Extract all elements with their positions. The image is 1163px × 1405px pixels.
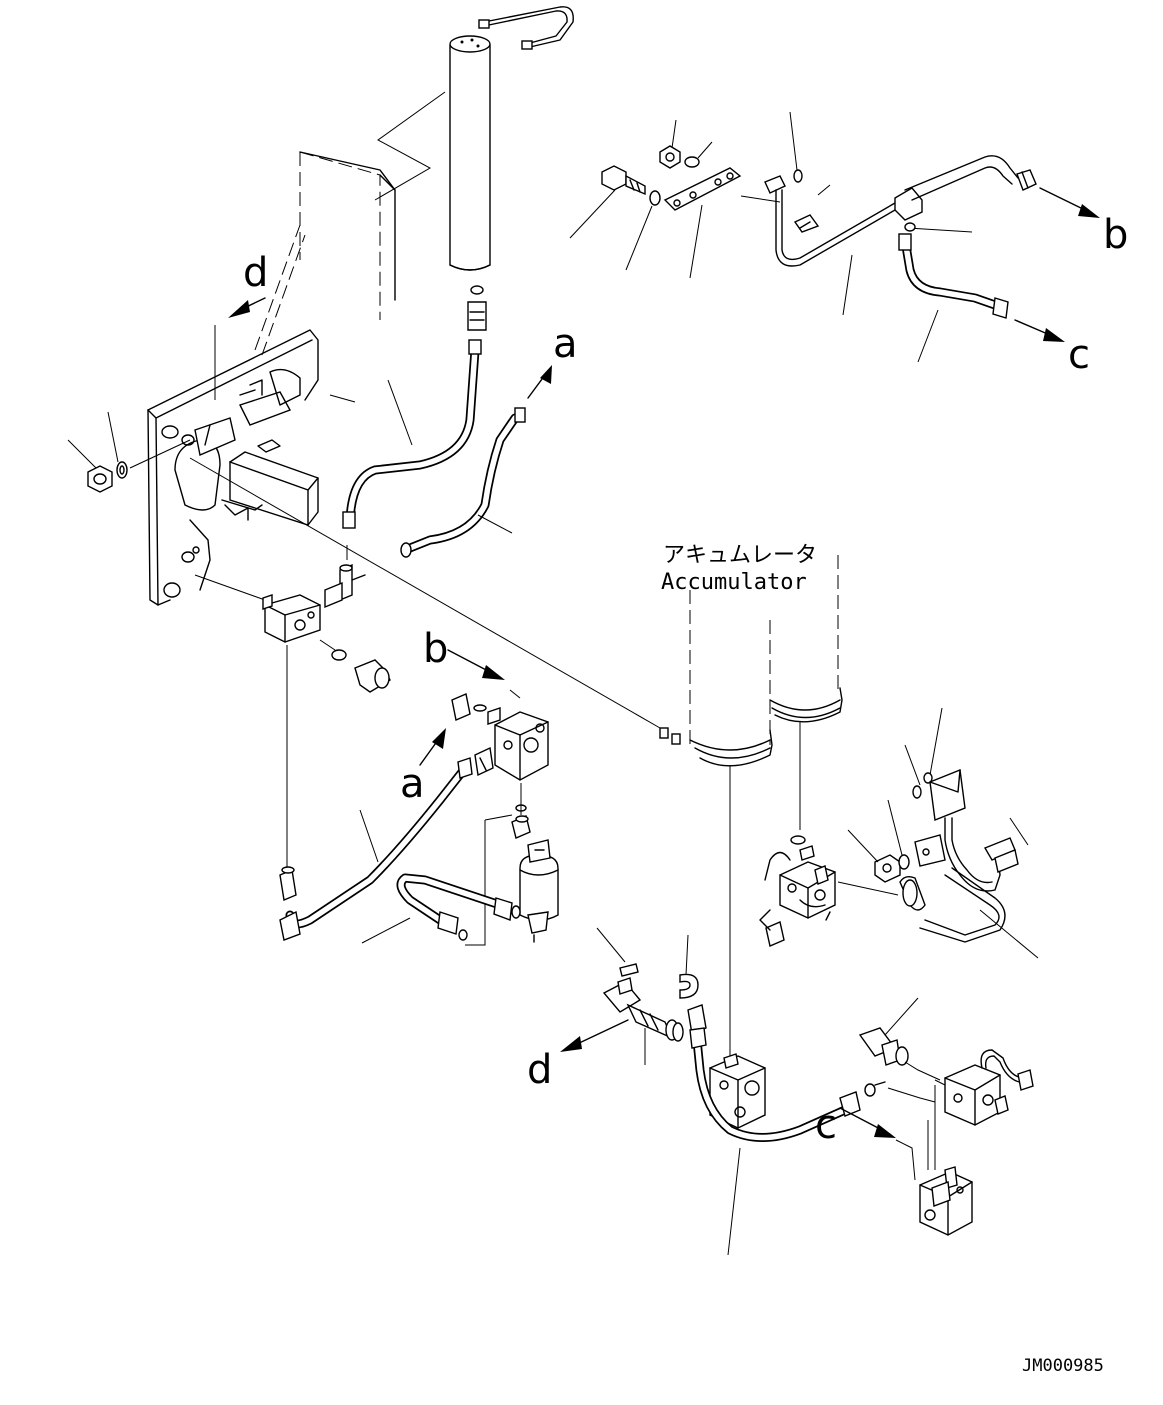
clamp-plate — [663, 167, 742, 279]
hose-mid-long — [279, 645, 473, 941]
hose-bottom — [689, 1027, 886, 1256]
accumulator-label-jp: アキュムレータ — [663, 543, 817, 568]
solenoid-cluster — [847, 707, 1029, 892]
drawing-code: JM000985 — [1022, 1356, 1104, 1376]
hose-upper-2 — [400, 407, 526, 558]
valve-bottom-right-lower — [887, 1085, 973, 1236]
callout-d-bottom: d — [527, 1047, 552, 1093]
accumulator-left — [689, 590, 773, 1060]
valve-block-left — [262, 594, 391, 693]
mounting-bracket — [147, 151, 396, 606]
hose-right-mid — [837, 867, 1039, 959]
bolt-top — [569, 165, 646, 239]
callout-b-top: b — [1103, 212, 1128, 258]
valve-block-mid — [451, 693, 549, 815]
valve-bottom-right-upper — [934, 1049, 1034, 1126]
accumulator-right — [769, 555, 843, 845]
accumulator-label-en: Accumulator — [661, 570, 807, 595]
sensor-top — [740, 111, 896, 267]
tee-fitting — [324, 545, 366, 609]
nut-washer-left — [67, 411, 191, 493]
top-cylinder — [449, 6, 574, 331]
callout-b-mid: b — [423, 626, 448, 672]
washers-top — [625, 119, 713, 271]
callout-c-top: c — [1068, 332, 1090, 378]
rigid-pipe-top — [842, 155, 1037, 316]
connector-bottom-right — [858, 997, 941, 1081]
control-valve-right — [759, 845, 836, 947]
elbow-fitting-bottom — [602, 977, 684, 1065]
hose-top-right — [898, 233, 1009, 363]
pressure-switch — [465, 814, 559, 946]
clip-bottom — [596, 927, 699, 999]
hose-mid-short — [361, 873, 521, 944]
callout-a-bottom: a — [400, 761, 425, 807]
valve-block-bottom — [687, 1004, 766, 1129]
hose-upper-1 — [342, 339, 482, 529]
callout-c-bottom: c — [815, 1102, 837, 1148]
callout-d-top: d — [243, 250, 268, 296]
callout-a-top: a — [553, 321, 578, 367]
